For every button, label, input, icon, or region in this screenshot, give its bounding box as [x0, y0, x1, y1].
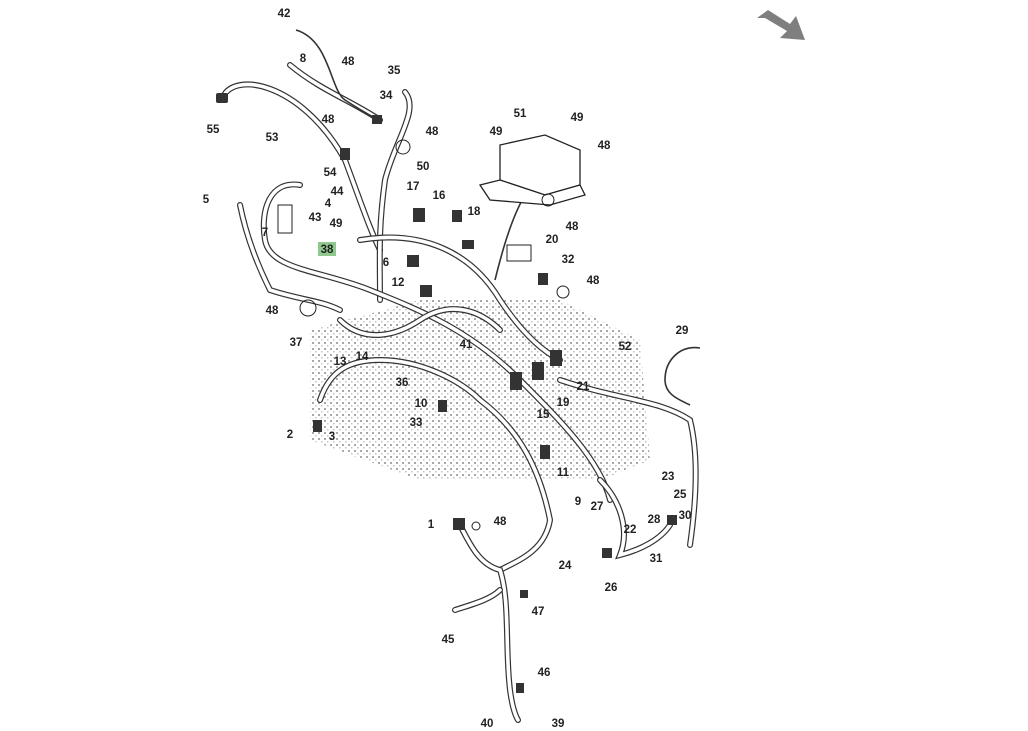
callout-31[interactable]: 31	[650, 553, 663, 565]
callout-48[interactable]: 48	[266, 305, 279, 317]
callout-17[interactable]: 17	[407, 181, 420, 193]
callout-39[interactable]: 39	[552, 718, 565, 730]
callout-36[interactable]: 36	[396, 377, 409, 389]
callout-28[interactable]: 28	[648, 514, 661, 526]
callout-37[interactable]: 37	[290, 337, 303, 349]
callout-29[interactable]: 29	[676, 325, 689, 337]
callout-38[interactable]: 38	[321, 244, 334, 256]
callout-42[interactable]: 42	[278, 8, 291, 20]
relay-box-51	[478, 134, 586, 206]
callout-53[interactable]: 53	[266, 132, 279, 144]
callout-49[interactable]: 49	[330, 218, 343, 230]
callout-44[interactable]: 44	[331, 186, 344, 198]
callout-48[interactable]: 48	[587, 275, 600, 287]
callout-24[interactable]: 24	[559, 560, 572, 572]
callout-48[interactable]: 48	[566, 221, 579, 233]
callout-1[interactable]: 1	[428, 519, 435, 531]
callout-20[interactable]: 20	[546, 234, 559, 246]
callout-8[interactable]: 8	[300, 53, 307, 65]
callout-5[interactable]: 5	[203, 194, 210, 206]
direction-arrow-icon	[757, 10, 805, 40]
callout-19[interactable]: 19	[557, 397, 570, 409]
callout-48[interactable]: 48	[494, 516, 507, 528]
callout-15[interactable]: 15	[537, 409, 550, 421]
callout-26[interactable]: 26	[605, 582, 618, 594]
callout-9[interactable]: 9	[575, 496, 581, 508]
callout-27[interactable]: 27	[591, 501, 604, 513]
callout-43[interactable]: 43	[309, 212, 322, 224]
callout-49[interactable]: 49	[571, 112, 584, 124]
callout-7[interactable]: 7	[262, 227, 268, 239]
callout-2[interactable]: 2	[287, 429, 293, 441]
callout-33[interactable]: 33	[410, 417, 423, 429]
callout-12[interactable]: 12	[392, 277, 405, 289]
callout-52[interactable]: 52	[619, 341, 632, 353]
callout-48[interactable]: 48	[426, 126, 439, 138]
callout-48[interactable]: 48	[342, 56, 355, 68]
connectors	[216, 93, 677, 693]
callout-48[interactable]: 48	[598, 140, 611, 152]
callout-40[interactable]: 40	[481, 718, 494, 730]
engine-block-outline	[310, 300, 650, 480]
callout-13[interactable]: 13	[334, 356, 347, 368]
callout-41[interactable]: 41	[460, 339, 473, 351]
callout-18[interactable]: 18	[468, 206, 481, 218]
callout-22[interactable]: 22	[624, 524, 637, 536]
callout-25[interactable]: 25	[674, 489, 687, 501]
callout-47[interactable]: 47	[532, 606, 545, 618]
callout-21[interactable]: 21	[577, 381, 590, 393]
callout-54[interactable]: 54	[324, 167, 337, 179]
callout-45[interactable]: 45	[442, 634, 455, 646]
harness-wires	[219, 29, 701, 723]
callout-4[interactable]: 4	[325, 198, 332, 210]
callout-14[interactable]: 14	[356, 351, 369, 363]
callout-32[interactable]: 32	[562, 254, 575, 266]
callout-30[interactable]: 30	[679, 510, 692, 522]
callout-23[interactable]: 23	[662, 471, 675, 483]
callout-10[interactable]: 10	[415, 398, 428, 410]
callout-46[interactable]: 46	[538, 667, 551, 679]
callout-51[interactable]: 51	[514, 108, 527, 120]
callout-50[interactable]: 50	[417, 161, 430, 173]
callout-34[interactable]: 34	[380, 90, 393, 102]
callout-3[interactable]: 3	[329, 431, 335, 443]
callout-48[interactable]: 48	[322, 114, 335, 126]
callout-11[interactable]: 11	[557, 467, 570, 479]
callout-6[interactable]: 6	[383, 257, 389, 269]
callout-35[interactable]: 35	[388, 65, 401, 77]
callout-49[interactable]: 49	[490, 126, 503, 138]
callout-16[interactable]: 16	[433, 190, 446, 202]
callout-55[interactable]: 55	[207, 124, 220, 136]
callout-highlight	[318, 242, 336, 256]
